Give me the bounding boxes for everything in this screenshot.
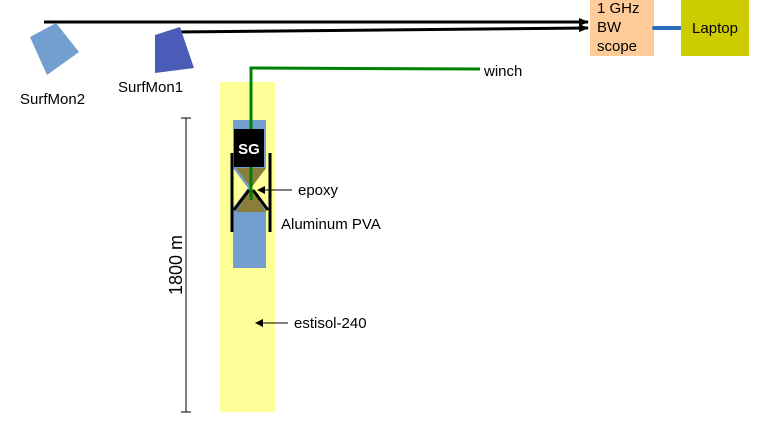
surfmon1-shape bbox=[155, 27, 194, 73]
scope-label-line2: BW bbox=[597, 19, 622, 36]
scope-label-line1: 1 GHz bbox=[597, 0, 640, 17]
signal-line-surfmon1 bbox=[175, 24, 589, 34]
sg-label: SG bbox=[238, 141, 260, 158]
estisol-label: estisol-240 bbox=[294, 315, 367, 332]
surfmon2-shape bbox=[30, 23, 79, 75]
surfmon2-label: SurfMon2 bbox=[20, 91, 85, 108]
scope-box bbox=[590, 0, 654, 56]
winch-label: winch bbox=[483, 63, 522, 80]
laptop-label: Laptop bbox=[692, 20, 738, 37]
laptop-box bbox=[681, 0, 749, 56]
scope-label-line3: scope bbox=[597, 38, 637, 55]
aluminum-pva-label: Aluminum PVA bbox=[281, 216, 381, 233]
aluminum-bracket-diag-right bbox=[251, 189, 270, 211]
surfmon1-label: SurfMon1 bbox=[118, 79, 183, 96]
aluminum-bracket-diag-left bbox=[232, 189, 251, 211]
epoxy-label: epoxy bbox=[298, 182, 339, 199]
winch-cable bbox=[249, 66, 481, 200]
sg-box bbox=[234, 129, 264, 167]
depth-label: 1800 m bbox=[166, 235, 186, 295]
